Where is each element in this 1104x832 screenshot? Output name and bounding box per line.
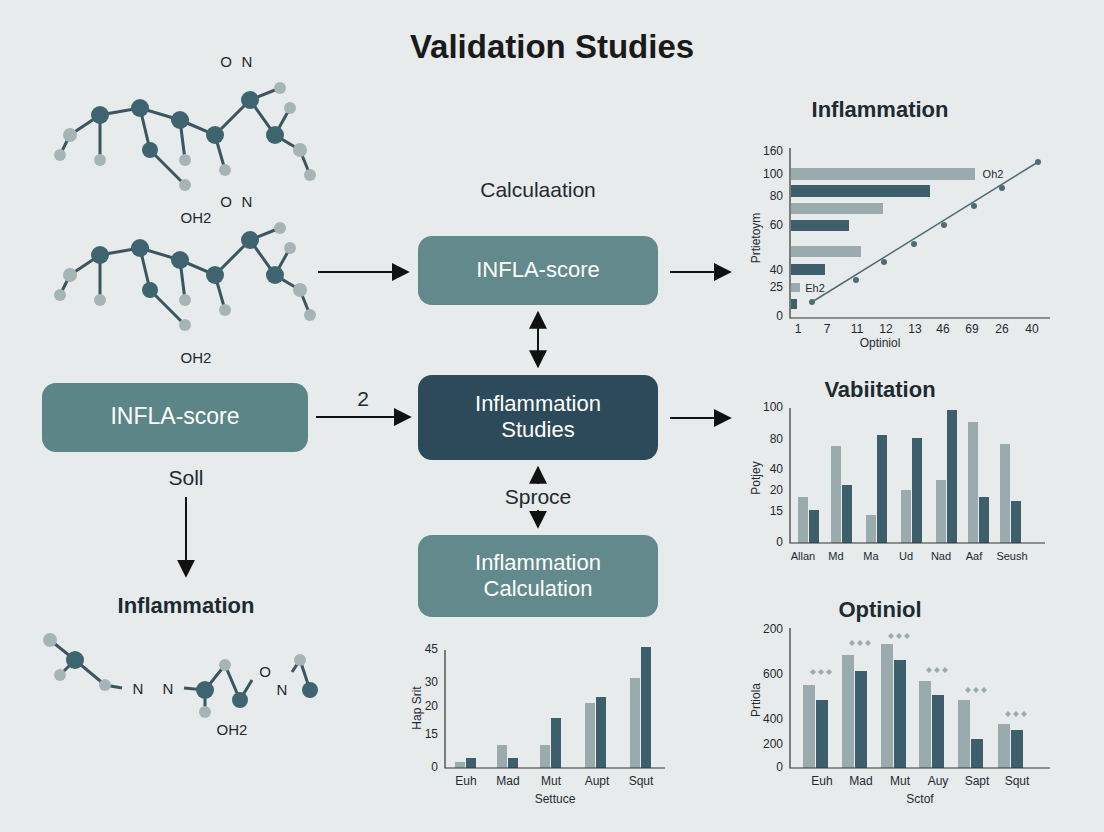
axis-label: Squt — [629, 775, 654, 788]
axis-label: 45 — [425, 643, 438, 656]
axis-label: Squt — [1005, 775, 1030, 788]
axis-label: 0 — [776, 761, 783, 774]
axis-label: Sapt — [965, 775, 990, 788]
axis-label: 60 — [770, 219, 783, 232]
axis-label: Aupt — [585, 775, 610, 788]
box-text: INFLA-score — [476, 257, 599, 283]
axis-label: Euh — [455, 775, 476, 788]
heading-label: Calculaation — [480, 178, 596, 201]
atom-label: N — [133, 681, 144, 698]
atom-label: O — [259, 664, 271, 681]
axis-label: 13 — [908, 323, 921, 336]
axis-label: 40 — [770, 463, 783, 476]
axis-label: 1 — [795, 323, 802, 336]
process-box: Inflammation Calculation — [418, 535, 658, 617]
axis-label: 26 — [995, 323, 1008, 336]
axis-label: 7 — [824, 323, 831, 336]
molecule — [54, 82, 316, 191]
axis-label: 15 — [425, 728, 438, 741]
heading-label: Inflammation — [118, 594, 255, 618]
heading-label: Vabiitation — [824, 378, 935, 402]
atom-label: O — [220, 194, 232, 211]
box-text: Inflammation Studies — [451, 391, 626, 444]
axis-label: Ud — [899, 550, 913, 562]
axis-label: Seush — [996, 550, 1027, 562]
process-box: INFLA-score — [418, 236, 658, 305]
atom-label: O — [220, 54, 232, 71]
atom-label: N — [242, 54, 253, 71]
axis-label: 80 — [770, 433, 783, 446]
axis-label: Optiniol — [860, 337, 901, 350]
axis-label: Oh2 — [983, 168, 1004, 180]
diagram-title: Validation Studies — [0, 28, 1104, 66]
axis-label: Aaf — [966, 550, 983, 562]
process-box: Inflammation Studies — [418, 375, 658, 460]
atom-label: N — [242, 194, 253, 211]
axis-label: 600 — [763, 668, 783, 681]
axis-label: Mad — [496, 775, 519, 788]
axis-label: 0 — [431, 761, 438, 774]
box-text: INFLA-score — [110, 403, 239, 431]
process-box: INFLA-score — [42, 383, 308, 452]
axis-label: Hap Srit — [411, 686, 424, 729]
axis-label: 30 — [425, 676, 438, 689]
edge-label: Sproce — [501, 484, 576, 510]
axis-label: 200 — [763, 623, 783, 636]
box-text: Inflammation Calculation — [451, 550, 626, 603]
axis-label: 25 — [770, 281, 783, 294]
bar-chart — [445, 647, 665, 768]
axis-label: 100 — [763, 401, 783, 414]
heading-label: Inflammation — [812, 98, 949, 122]
axis-label: Auy — [928, 775, 949, 788]
axis-label: Ma — [863, 550, 878, 562]
axis-label: Allan — [791, 550, 815, 562]
axis-label: 20 — [770, 484, 783, 497]
axis-label: Mut — [541, 775, 561, 788]
molecule — [43, 633, 318, 718]
edge-label: 2 — [353, 386, 373, 412]
axis-label: 100 — [763, 168, 783, 181]
axis-label: Potjey — [750, 461, 763, 494]
axis-label: 0 — [776, 536, 783, 549]
bar-chart — [790, 148, 1050, 318]
atom-label: OH2 — [217, 722, 248, 739]
bar-chart — [790, 628, 1050, 768]
atom-label: N — [277, 682, 288, 699]
axis-label: Prtietoym — [750, 213, 763, 264]
connector-arrow — [537, 313, 539, 367]
axis-label: Md — [828, 550, 843, 562]
axis-label: 46 — [936, 323, 949, 336]
axis-label: 40 — [1025, 323, 1038, 336]
axis-label: Prtiola — [750, 683, 763, 717]
axis-label: 400 — [763, 713, 783, 726]
axis-label: 69 — [965, 323, 978, 336]
heading-label: Soll — [168, 466, 203, 489]
axis-label: 80 — [770, 190, 783, 203]
axis-label: 12 — [879, 323, 892, 336]
atom-label: OH2 — [181, 350, 212, 367]
axis-label: 15 — [770, 505, 783, 518]
connector-arrow — [316, 416, 410, 418]
atom-label: N — [163, 681, 174, 698]
axis-label: 11 — [851, 323, 863, 336]
axis-label: Euh — [811, 775, 832, 788]
atom-label: OH2 — [181, 210, 212, 227]
molecule — [54, 222, 316, 331]
axis-label: 20 — [425, 700, 438, 713]
axis-label: 200 — [763, 738, 783, 751]
axis-label: Settuce — [535, 793, 576, 806]
axis-label: Eh2 — [805, 282, 825, 294]
bar-chart — [790, 408, 1045, 543]
axis-label: 0 — [776, 310, 783, 323]
axis-label: Mut — [890, 775, 910, 788]
axis-label: Mad — [849, 775, 872, 788]
heading-label: Optiniol — [838, 598, 921, 622]
axis-label: Nad — [931, 550, 951, 562]
axis-label: 160 — [763, 145, 783, 158]
axis-label: 40 — [770, 264, 783, 277]
axis-label: Sctof — [906, 793, 933, 806]
